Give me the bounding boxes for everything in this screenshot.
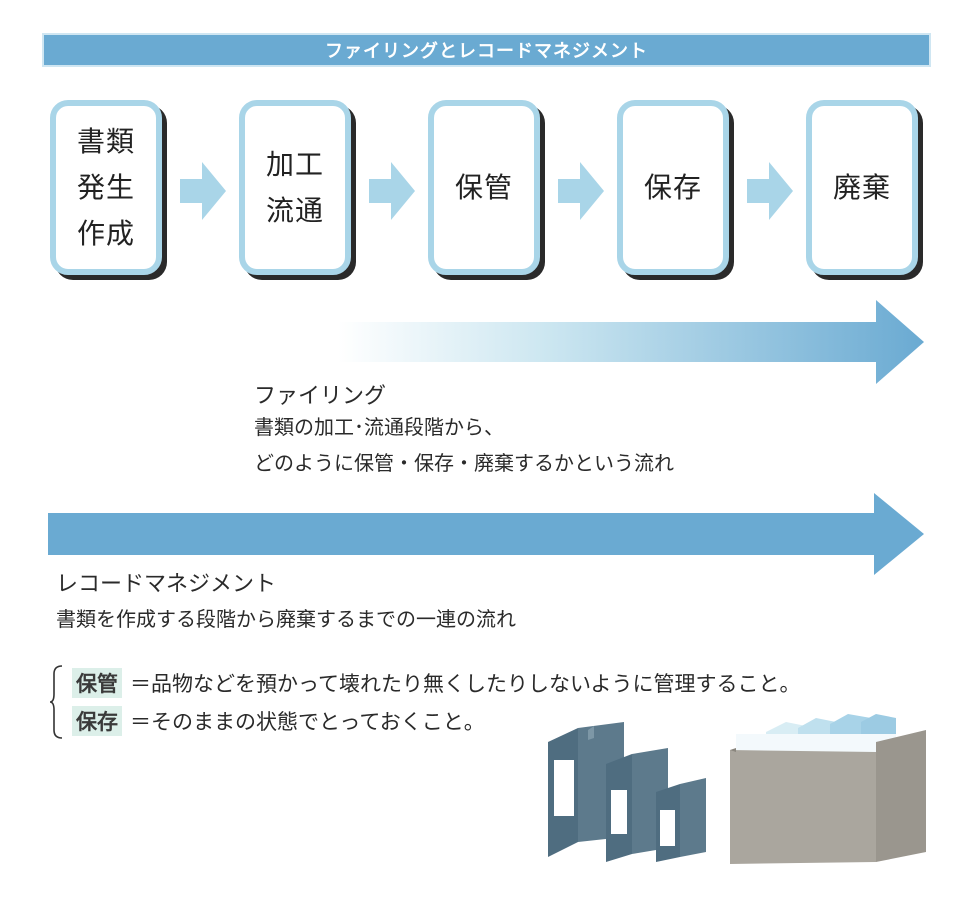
records-desc: 書類を作成する段階から廃棄するまでの一連の流れ [56, 607, 516, 631]
step-line: 廃棄 [832, 170, 891, 204]
step-arrow-icon [558, 162, 604, 220]
step-arrow-icon [747, 162, 793, 220]
title-banner: ファイリングとレコードマネジメント [42, 33, 931, 67]
definition-row: 保存 ＝そのままの状態でとっておくこと。 [72, 702, 801, 740]
step-line: 作成 [76, 216, 135, 250]
page-title: ファイリングとレコードマネジメント [325, 41, 648, 62]
brace-icon [50, 665, 63, 739]
step-preserve: 保存 [617, 100, 729, 275]
step-create: 書類 発生 作成 [50, 100, 162, 275]
definition-row: 保管 ＝品物などを預かって壊れたり無くしたりしないように管理すること。 [72, 664, 801, 702]
filing-desc-2: どのように保管・保存・廃棄するかという流れ [254, 451, 674, 475]
filing-arrow-icon [338, 300, 924, 384]
term-desc: ＝品物などを預かって壊れたり無くしたりしないように管理すること。 [130, 672, 801, 696]
filing-desc-1: 書類の加工･流通段階から、 [254, 415, 504, 439]
file-box-icon [730, 714, 926, 864]
records-arrow-icon [48, 493, 924, 575]
step-line: 流通 [265, 193, 324, 227]
term-label: 保管 [72, 668, 122, 698]
step-line: 発生 [76, 170, 135, 204]
filing-heading: ファイリング [254, 384, 387, 409]
term-desc: ＝そのままの状態でとっておくこと。 [130, 710, 485, 734]
step-dispose: 廃棄 [806, 100, 918, 275]
term-label: 保存 [72, 706, 122, 736]
step-line: 加工 [265, 147, 324, 181]
step-process: 加工 流通 [239, 100, 351, 275]
step-line: 書類 [76, 124, 135, 158]
step-storage: 保管 [428, 100, 540, 275]
records-heading: レコードマネジメント [56, 572, 277, 597]
binders-icon [548, 722, 706, 862]
step-line: 保管 [454, 170, 513, 204]
step-arrow-icon [369, 162, 415, 220]
definitions-list: 保管 ＝品物などを預かって壊れたり無くしたりしないように管理すること。 保存 ＝… [72, 664, 801, 740]
step-line: 保存 [643, 170, 702, 204]
step-arrow-icon [180, 162, 226, 220]
